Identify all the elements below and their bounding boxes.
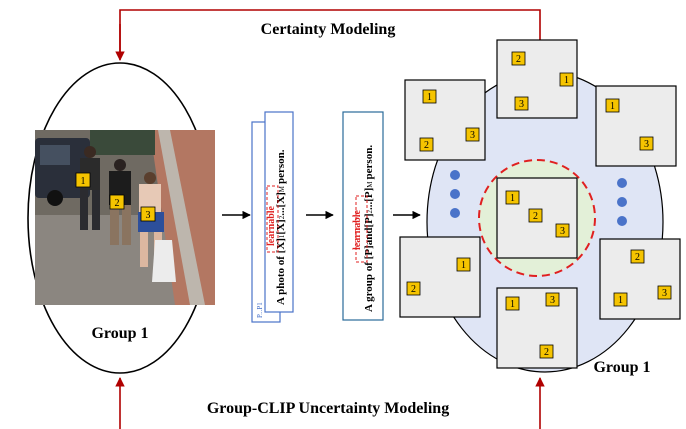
group-box — [399, 236, 481, 318]
person-marker — [422, 89, 437, 104]
person-marker — [419, 137, 434, 152]
person-marker-label: 1 — [427, 92, 432, 103]
person-marker — [514, 96, 529, 111]
prompt-card-1: P...P1 A photo of [X]1[X]2...[X]Mperson.… — [251, 111, 294, 323]
prompt2-learnable: learnable — [352, 209, 363, 250]
person-marker — [639, 136, 654, 151]
person-marker-label: 1 — [610, 101, 615, 112]
photo-marker-1: 1 — [81, 176, 86, 187]
person-marker-label: 1 — [510, 299, 515, 310]
back-card-text: P...P1 — [256, 302, 264, 318]
person-marker — [555, 223, 570, 238]
person-marker — [465, 127, 480, 142]
person-marker-label: 2 — [516, 54, 521, 65]
group-photo: 1 2 3 — [35, 130, 215, 305]
person-marker — [406, 281, 421, 296]
person-marker — [539, 344, 554, 359]
person-marker — [505, 190, 520, 205]
person-marker — [545, 292, 560, 307]
person-marker-label: 2 — [411, 284, 416, 295]
prompt-card-2: A group of [P]and[P]2...[P]Mperson. lear… — [342, 111, 384, 321]
person-marker-label: 3 — [662, 288, 667, 299]
person-marker-label: 3 — [560, 226, 565, 237]
person-marker — [613, 292, 628, 307]
person-marker-label: 3 — [644, 139, 649, 150]
person-marker-label: 3 — [470, 130, 475, 141]
prompt2-text: A group of [P]and[P]2...[P]Mperson. — [363, 145, 375, 312]
group-box — [595, 85, 677, 167]
person-marker-label: 2 — [533, 211, 538, 222]
certainty-modeling-title: Certainty Modeling — [261, 21, 396, 38]
ellipsis-dots-right — [617, 178, 627, 226]
person-marker — [605, 98, 620, 113]
group-boxes: 2 1 3 1 3 2 1 3 1 2 3 1 2 2 3 1 1 3 2 — [399, 39, 681, 369]
person-marker-label: 3 — [519, 99, 524, 110]
right-group-label: Group 1 — [593, 359, 650, 376]
person-marker — [657, 285, 672, 300]
person-marker — [456, 257, 471, 272]
person-marker — [559, 72, 574, 87]
person-marker — [511, 51, 526, 66]
person-marker — [528, 208, 543, 223]
left-group-label: Group 1 — [91, 325, 148, 342]
photo-marker-2: 2 — [115, 198, 120, 209]
person-marker-label: 2 — [544, 347, 549, 358]
ellipsis-dots-left — [450, 170, 460, 218]
person-marker-label: 1 — [510, 193, 515, 204]
person-marker — [630, 249, 645, 264]
group-box — [404, 79, 486, 161]
person-marker — [505, 296, 520, 311]
person-marker-label: 3 — [550, 295, 555, 306]
person-marker-label: 2 — [424, 140, 429, 151]
photo-marker-3: 3 — [146, 210, 151, 221]
uncertainty-loop — [115, 377, 545, 429]
person-marker-label: 1 — [564, 75, 569, 86]
person-marker-label: 1 — [461, 260, 466, 271]
person-marker-label: 1 — [618, 295, 623, 306]
group-clip-uncertainty-title: Group-CLIP Uncertainty Modeling — [207, 400, 449, 417]
prompt1-learnable: learnable — [266, 205, 277, 246]
person-marker-label: 2 — [635, 252, 640, 263]
